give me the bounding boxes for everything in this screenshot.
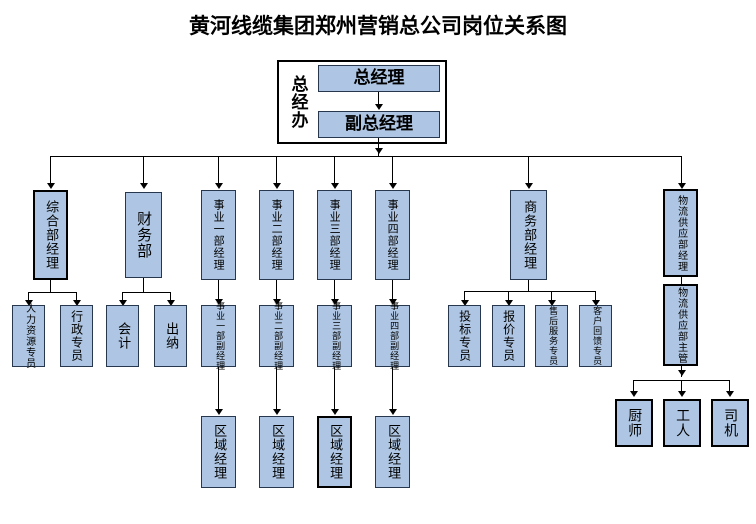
connector-bus-to-div3	[334, 156, 335, 184]
node-division1-manager[interactable]: 事业一部经理	[201, 190, 236, 280]
node-quote-officer[interactable]: 报价专员	[492, 305, 525, 367]
connector-bus-to-business	[528, 156, 529, 184]
connector-finance-bar	[122, 292, 171, 293]
node-division1-region-manager[interactable]: 区域经理	[201, 416, 236, 488]
node-division3-region-manager[interactable]: 区域经理	[317, 416, 352, 488]
arrowhead-div3-region	[331, 409, 339, 415]
connector-to-cook	[633, 380, 634, 394]
arrowhead-bus-entry	[375, 148, 383, 154]
connector-div1-to-deputy	[218, 280, 219, 302]
node-cashier[interactable]: 出纳	[154, 305, 187, 367]
arrowhead-div1	[215, 183, 223, 189]
node-division2-manager[interactable]: 事业二部经理	[259, 190, 294, 280]
node-cook[interactable]: 厨师	[615, 399, 653, 447]
connector-to-bid	[464, 291, 465, 303]
arrowhead-logistics	[678, 183, 686, 189]
connector-bus-to-div4	[392, 156, 393, 184]
arrowhead-bid	[461, 300, 469, 306]
arrowhead-accountant	[119, 300, 127, 306]
arrowhead-admin	[73, 300, 81, 306]
arrowhead-div4-deputy	[389, 299, 397, 305]
arrowhead-driver	[726, 391, 734, 397]
arrowhead-deputy-gm	[375, 104, 383, 110]
connector-to-worker	[681, 380, 682, 394]
node-division3-deputy[interactable]: 事业三部副经理	[317, 301, 352, 371]
connector-div3-to-region	[334, 367, 335, 412]
connector-div2-to-deputy	[276, 280, 277, 302]
connector-to-feedback	[595, 291, 596, 303]
connector-div2-to-region	[276, 367, 277, 412]
arrowhead-div2-region	[273, 409, 281, 415]
node-accountant[interactable]: 会计	[106, 305, 139, 367]
node-division2-deputy[interactable]: 事业二部副经理	[259, 301, 294, 371]
arrowhead-cashier	[167, 300, 175, 306]
node-finance-dept[interactable]: 财务部	[125, 192, 162, 278]
arrowhead-div3	[331, 183, 339, 189]
node-logistics-dept-manager[interactable]: 物流供应部经理	[663, 189, 698, 277]
connector-main-bus	[50, 156, 681, 157]
connector-div4-to-region	[392, 367, 393, 412]
node-admin-officer[interactable]: 行政专员	[60, 305, 93, 367]
arrowhead-finance	[140, 183, 148, 189]
arrowhead-div1-region	[215, 409, 223, 415]
arrowhead-cook	[630, 391, 638, 397]
arrowhead-worker	[678, 391, 686, 397]
arrowhead-div4-region	[389, 409, 397, 415]
node-general-manager-office-label: 总经办	[287, 75, 308, 129]
connector-to-admin	[76, 292, 77, 303]
connector-logistics-to-supervisor	[681, 277, 682, 285]
node-general-manager[interactable]: 总经理	[318, 65, 440, 92]
connector-to-aftersales	[551, 291, 552, 303]
arrowhead-hr	[25, 300, 33, 306]
connector-deputy-to-bus	[378, 138, 379, 156]
connector-to-driver	[729, 380, 730, 394]
connector-div4-to-deputy	[392, 280, 393, 302]
connector-to-cashier	[170, 292, 171, 303]
arrowhead-supervisor-stem	[678, 370, 686, 376]
node-division4-region-manager[interactable]: 区域经理	[375, 416, 410, 488]
node-division1-deputy[interactable]: 事业一部副经理	[201, 301, 236, 371]
connector-business-bar	[464, 291, 595, 292]
node-driver[interactable]: 司机	[711, 399, 749, 447]
arrowhead-div2-deputy	[273, 299, 281, 305]
node-deputy-general-manager[interactable]: 副总经理	[318, 111, 440, 138]
node-division3-manager[interactable]: 事业三部经理	[317, 190, 352, 280]
node-division2-region-manager[interactable]: 区域经理	[259, 416, 294, 488]
connector-bus-to-finance	[143, 156, 144, 184]
arrowhead-feedback	[592, 300, 600, 306]
page-title: 黄河线缆集团郑州营销总公司岗位关系图	[189, 14, 567, 38]
arrowhead-aftersales	[548, 300, 556, 306]
connector-bus-to-logistics	[681, 156, 682, 184]
connector-to-accountant	[122, 292, 123, 303]
node-business-dept-manager[interactable]: 商务部经理	[510, 190, 547, 280]
connector-general-dept-bar	[28, 292, 77, 293]
connector-div3-to-deputy	[334, 280, 335, 302]
node-worker[interactable]: 工人	[663, 399, 701, 447]
arrowhead-div2	[273, 183, 281, 189]
arrowhead-quote	[505, 300, 513, 306]
node-division4-deputy[interactable]: 事业四部副经理	[375, 301, 410, 371]
connector-bus-to-div1	[218, 156, 219, 184]
arrowhead-div3-deputy	[331, 299, 339, 305]
connector-business-stem	[528, 280, 529, 291]
node-logistics-supervisor[interactable]: 物流供应部主管	[663, 284, 698, 366]
connector-to-quote	[508, 291, 509, 303]
node-hr-officer[interactable]: 人力资源专员	[12, 303, 45, 369]
connector-finance-stem	[143, 278, 144, 292]
connector-gm-to-deputy	[378, 92, 379, 105]
arrowhead-general-dept	[47, 183, 55, 189]
connector-div1-to-region	[218, 367, 219, 412]
connector-bus-to-general-dept	[50, 156, 51, 184]
arrowhead-div4	[389, 183, 397, 189]
connector-bus-to-div2	[276, 156, 277, 184]
node-bid-officer[interactable]: 投标专员	[448, 305, 481, 367]
node-division4-manager[interactable]: 事业四部经理	[375, 190, 410, 280]
node-general-dept-manager[interactable]: 综合部经理	[33, 190, 68, 280]
node-customer-feedback-officer[interactable]: 客户回馈专员	[579, 305, 612, 367]
connector-general-dept-stem	[50, 280, 51, 292]
node-aftersales-officer[interactable]: 售后服务专员	[535, 305, 568, 367]
connector-to-hr	[28, 292, 29, 303]
arrowhead-business	[525, 183, 533, 189]
arrowhead-div1-deputy	[215, 299, 223, 305]
